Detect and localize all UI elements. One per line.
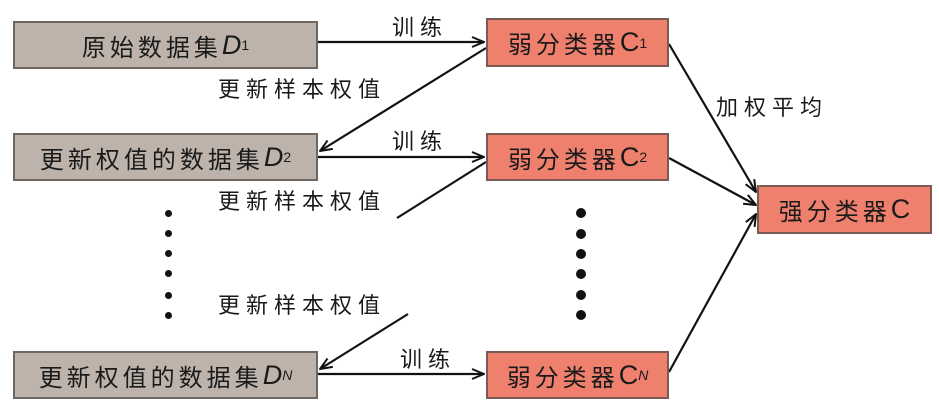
ellipsis-dot — [165, 230, 172, 237]
ellipsis-dot — [165, 250, 172, 257]
classifier-subscript: 2 — [639, 149, 648, 165]
dataset-label: 更新权值的数据集 — [38, 363, 263, 392]
classifier-symbol: C — [619, 141, 640, 172]
classifier-label: 弱分类器 — [506, 363, 619, 392]
dataset-symbol: D — [221, 29, 242, 60]
ellipsis-dot — [165, 292, 172, 299]
ellipsis-dot — [576, 249, 586, 259]
classifier-symbol: C — [618, 359, 639, 390]
strong-classifier-symbol: C — [890, 194, 911, 224]
strong-classifier-label: 强分类器 — [778, 198, 891, 226]
ellipsis-dot — [576, 229, 586, 239]
combine-arrow-1 — [668, 43, 756, 192]
update-weights-label-n: 更新样本权值 — [218, 294, 387, 319]
ellipsis-dot — [576, 208, 586, 218]
ellipsis-dot — [576, 269, 586, 279]
ellipsis-dot — [576, 310, 586, 320]
update-weights-label-1: 更新样本权值 — [218, 78, 387, 103]
classifier-subscript: 1 — [639, 34, 648, 51]
dataset-symbol: D — [262, 359, 283, 390]
dataset-subscript: 2 — [283, 149, 292, 165]
update-arrow-2 — [396, 161, 487, 219]
dataset-label: 原始数据集 — [81, 33, 222, 62]
update-arrow-1 — [320, 47, 487, 151]
update-weights-label-2: 更新样本权值 — [218, 190, 387, 215]
train-label-2: 训练 — [392, 130, 449, 155]
classifier-symbol: C — [619, 27, 640, 57]
ellipsis-dot — [165, 270, 172, 277]
ellipsis-dot — [576, 290, 586, 300]
dataset-symbol: D — [263, 141, 284, 172]
dataset-subscript: 1 — [241, 37, 250, 53]
dataset-label: 更新权值的数据集 — [39, 145, 264, 174]
ellipsis-dot — [165, 210, 172, 217]
update-arrow-n — [320, 313, 409, 369]
combine-arrow-2 — [668, 157, 756, 205]
ellipsis-dot — [165, 312, 172, 319]
train-label-1: 训练 — [392, 16, 449, 41]
train-label-n: 训练 — [400, 348, 457, 373]
classifier-label: 弱分类器 — [507, 145, 620, 174]
dataset-subscript: N — [282, 367, 293, 383]
classifier-label: 弱分类器 — [507, 31, 620, 59]
combine-arrow-n — [668, 214, 756, 373]
weighted-average-label: 加权平均 — [716, 96, 829, 121]
classifier-subscript: N — [638, 367, 649, 383]
